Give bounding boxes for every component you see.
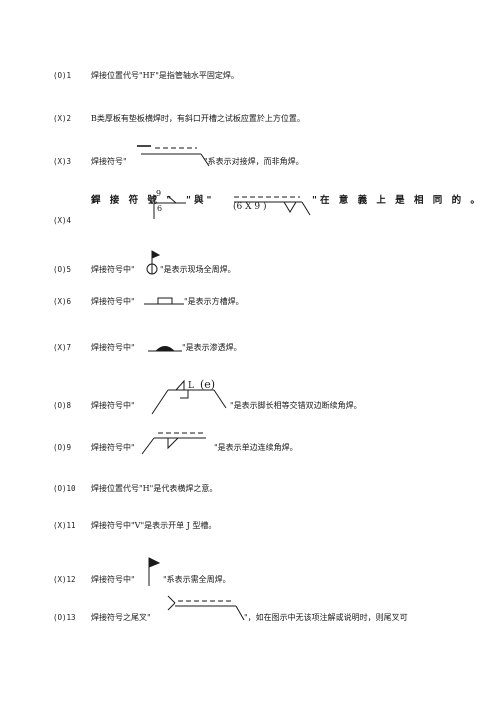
item-7: (X)7 焊接符号中" "是表示渗透焊。 <box>0 340 496 356</box>
item-text-post: "系表示对接焊，而非角焊。 <box>204 157 304 166</box>
item-3: (X)3 焊接符号" "系表示对接焊，而非角焊。 <box>0 145 496 170</box>
pitch-label: (e) <box>200 378 216 391</box>
field-weld-flag-icon <box>148 557 161 586</box>
item-text-pre: 銲 接 符 號 " <box>91 195 175 206</box>
slot-weld-symbol-icon <box>144 297 184 305</box>
item-text: 焊接位置代号"HF"是指管轴水平固定焊。 <box>91 71 239 80</box>
item-number: (X)3 <box>53 157 72 166</box>
item-6: (X)6 焊接符号中" "是表示方槽焊。 <box>0 294 496 310</box>
fillet-weld-symbol-icon <box>153 195 186 219</box>
groove-weld-symbol-icon <box>234 196 311 216</box>
item-number: (X)7 <box>53 343 72 352</box>
item-text: B类厚板有垫板横焊时，有斜口开槽之试板应置於上方位置。 <box>91 114 305 123</box>
butt-weld-symbol-icon <box>137 145 210 167</box>
weld-tail-symbol-icon <box>167 595 245 621</box>
melt-through-symbol-icon <box>148 346 182 352</box>
symbol-size-label: (6 X 9 ) <box>233 202 267 212</box>
item-text-post: "，如在图示中无该项注解或说明时，则尾叉可 <box>244 613 408 622</box>
item-4: (X)4 銲 接 符 號 " 9 6 "與" (6 X 9 ) "在 意 義 上… <box>0 189 496 229</box>
item-number: (O)10 <box>53 484 76 493</box>
item-text: 焊接位置代号"H"是代表横焊之意。 <box>91 484 218 493</box>
field-weld-all-around-icon <box>146 250 161 275</box>
item-text: 焊接符号中"V"是表示开单 J 型槽。 <box>91 521 217 530</box>
item-text-post: "是表示单边连续角焊。 <box>214 443 298 452</box>
symbol-bottom-value: 6 <box>157 204 163 213</box>
item-text-post: "在 意 義 上 是 相 同 的 。 <box>312 195 483 206</box>
item-13: (O)13 焊接符号之尾叉" "，如在图示中无该项注解或说明时，则尾叉可 <box>0 595 496 626</box>
symbol-top-value: 9 <box>156 189 162 198</box>
item-number: (X)11 <box>53 521 76 530</box>
item-11: (X)11 焊接符号中"V"是表示开单 J 型槽。 <box>0 518 496 534</box>
item-text-post: "是表示方槽焊。 <box>184 297 244 306</box>
item-text-pre: 焊接符号中" <box>91 401 135 410</box>
item-text-pre: 焊接符号之尾叉" <box>91 613 151 622</box>
item-number: (X)4 <box>53 216 72 225</box>
item-text-pre: 焊接符号" <box>91 157 127 166</box>
item-text-post: "是表示现场全周焊。 <box>160 265 236 274</box>
item-number: (O)8 <box>53 401 72 410</box>
item-8: (O)8 焊接符号中" L (e) "是表示脚长相等交错双边断续角焊。 <box>0 378 496 415</box>
item-text-pre: 焊接符号中" <box>91 575 135 584</box>
item-text-pre: 焊接符号中" <box>91 343 135 352</box>
single-fillet-weld-symbol-icon <box>141 432 206 455</box>
item-1: (O)1 焊接位置代号"HF"是指管轴水平固定焊。 <box>0 68 496 84</box>
item-12: (X)12 焊接符号中" "系表示需全周焊。 <box>0 557 496 588</box>
item-9: (O)9 焊接符号中" "是表示单边连续角焊。 <box>0 432 496 456</box>
item-number: (O)1 <box>53 71 72 80</box>
item-text-post: "是表示渗透焊。 <box>182 343 242 352</box>
staggered-fillet-weld-symbol-icon <box>151 379 227 415</box>
item-text-mid: "與" <box>186 195 215 206</box>
item-text-post: "是表示脚长相等交错双边断续角焊。 <box>230 401 362 410</box>
item-10: (O)10 焊接位置代号"H"是代表横焊之意。 <box>0 481 496 497</box>
item-number: (X)2 <box>53 114 72 123</box>
item-number: (O)13 <box>53 613 76 622</box>
item-number: (X)6 <box>53 297 72 306</box>
item-text-pre: 焊接符号中" <box>91 443 135 452</box>
item-text-pre: 焊接符号中" <box>91 297 135 306</box>
item-text-pre: 焊接符号中" <box>91 265 135 274</box>
leg-length-label: L <box>188 381 194 391</box>
item-2: (X)2 B类厚板有垫板横焊时，有斜口开槽之试板应置於上方位置。 <box>0 111 496 127</box>
item-number: (O)5 <box>53 265 72 274</box>
item-5: (O)5 焊接符号中" "是表示现场全周焊。 <box>0 250 496 278</box>
item-text-post: "系表示需全周焊。 <box>163 575 231 584</box>
item-number: (X)12 <box>53 575 76 584</box>
item-number: (O)9 <box>53 443 72 452</box>
